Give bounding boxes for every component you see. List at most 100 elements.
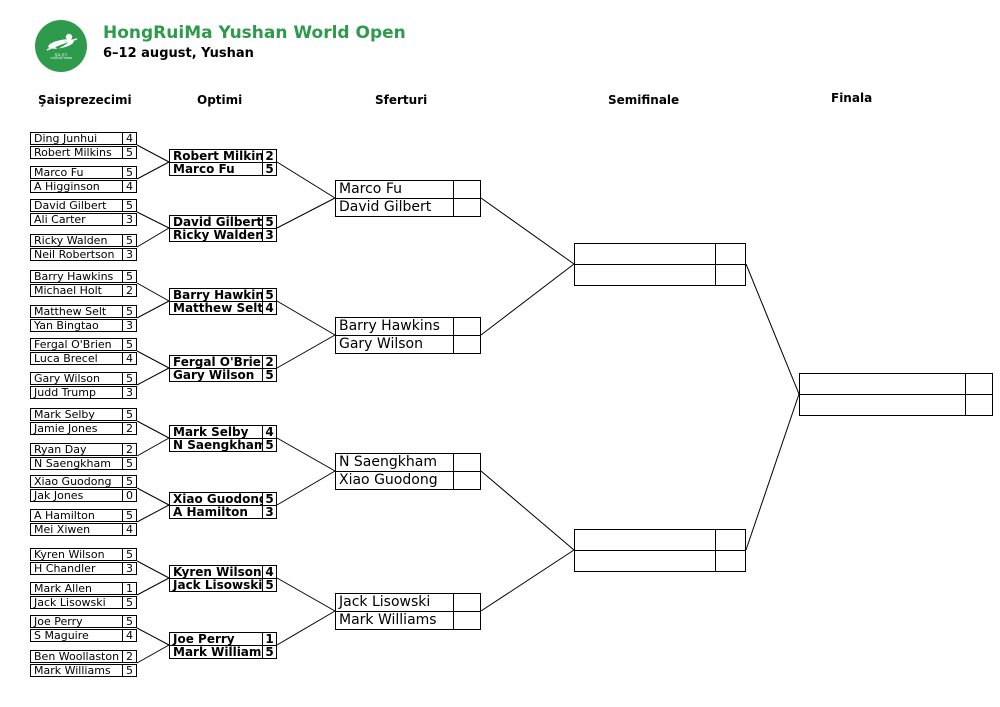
player-score xyxy=(453,199,480,216)
player-score: 2 xyxy=(122,423,136,434)
snooker-player-icon xyxy=(46,33,78,51)
player-name: N Saengkham xyxy=(34,458,111,469)
player-name: Mark Williams xyxy=(34,665,111,676)
player-score: 4 xyxy=(122,181,136,192)
header: 宝马·天下 YUSHAN OPEN HongRuiMa Yushan World… xyxy=(0,0,1000,80)
player-name: Ryan Day xyxy=(34,444,87,455)
match-quarterfinal-player1: Marco Fu xyxy=(335,180,481,199)
connector-line xyxy=(276,437,336,472)
player-score: 2 xyxy=(262,150,276,162)
player-name xyxy=(575,265,715,285)
player-name xyxy=(800,374,965,394)
round-label-last32: Şaisprezecimi xyxy=(38,93,132,107)
player-score: 5 xyxy=(122,147,136,158)
connector-line xyxy=(136,282,170,302)
match-semifinal-player1 xyxy=(574,529,746,551)
player-name: A Hamilton xyxy=(173,506,248,518)
connector-line xyxy=(136,211,170,229)
player-name: Ding Junhui xyxy=(34,133,98,144)
player-name: Mark Allen xyxy=(34,583,92,594)
player-score xyxy=(715,551,745,571)
connector-line xyxy=(136,627,170,646)
connector-line xyxy=(480,549,575,612)
match-semifinal-player1 xyxy=(574,243,746,265)
player-name: Jack Lisowski xyxy=(34,597,106,608)
player-score: 5 xyxy=(262,369,276,381)
match-final-player1 xyxy=(799,373,993,395)
match-last16-player1: Mark Selby 4 xyxy=(169,425,277,439)
player-score xyxy=(715,265,745,285)
connector-line xyxy=(136,350,170,369)
connector-line xyxy=(480,470,575,551)
player-score: 1 xyxy=(262,633,276,645)
player-name: Mark Williams xyxy=(173,646,262,658)
player-name: Fergal O'Brien xyxy=(34,339,112,350)
match-quarterfinal-player2: Mark Williams xyxy=(335,611,481,630)
player-score: 3 xyxy=(122,563,136,574)
connector-line xyxy=(745,263,800,395)
round-label-last16: Optimi xyxy=(197,93,243,107)
match-semifinal-player2 xyxy=(574,550,746,572)
match-semifinal-player2 xyxy=(574,264,746,286)
player-score: 5 xyxy=(262,439,276,451)
player-score: 4 xyxy=(262,302,276,314)
player-name: A Hamilton xyxy=(34,510,95,521)
connector-line xyxy=(276,610,336,646)
player-name: David Gilbert xyxy=(34,200,107,211)
player-name: Gary Wilson xyxy=(339,336,423,352)
match-last32-player1: A Hamilton 5 xyxy=(30,509,137,522)
player-name: H Chandler xyxy=(34,563,96,574)
player-score: 5 xyxy=(122,339,136,350)
player-name: Neil Robertson xyxy=(34,249,115,260)
player-score: 5 xyxy=(122,373,136,384)
connector-line xyxy=(276,470,336,506)
connector-line xyxy=(276,577,336,612)
connector-line xyxy=(136,487,170,506)
match-quarterfinal-player1: Barry Hawkins xyxy=(335,317,481,336)
player-score: 5 xyxy=(262,289,276,301)
connector-line xyxy=(136,300,170,319)
match-last32-player2: Neil Robertson 3 xyxy=(30,248,137,261)
player-score: 5 xyxy=(122,616,136,627)
player-score: 3 xyxy=(122,249,136,260)
player-name: Matthew Selt xyxy=(34,306,107,317)
player-name: Marco Fu xyxy=(34,167,84,178)
page-subtitle: 6–12 august, Yushan xyxy=(103,46,254,61)
player-score: 5 xyxy=(122,510,136,521)
match-quarterfinal-player2: Xiao Guodong xyxy=(335,471,481,490)
player-score: 2 xyxy=(122,651,136,662)
connector-line xyxy=(136,420,170,439)
player-name: A Higginson xyxy=(34,181,100,192)
player-score: 4 xyxy=(262,566,276,578)
player-score xyxy=(453,472,480,489)
player-name: Fergal O'Brien xyxy=(173,356,262,368)
player-name: Barry Hawkins xyxy=(34,271,114,282)
player-score: 4 xyxy=(262,426,276,438)
connector-line xyxy=(276,161,336,199)
player-score: 3 xyxy=(122,320,136,331)
player-score xyxy=(453,336,480,353)
player-score: 1 xyxy=(122,583,136,594)
player-name: Xiao Guodong xyxy=(339,472,438,488)
player-name: Jamie Jones xyxy=(34,423,98,434)
connector-line xyxy=(136,437,170,457)
player-name: Mark Selby xyxy=(173,426,249,438)
